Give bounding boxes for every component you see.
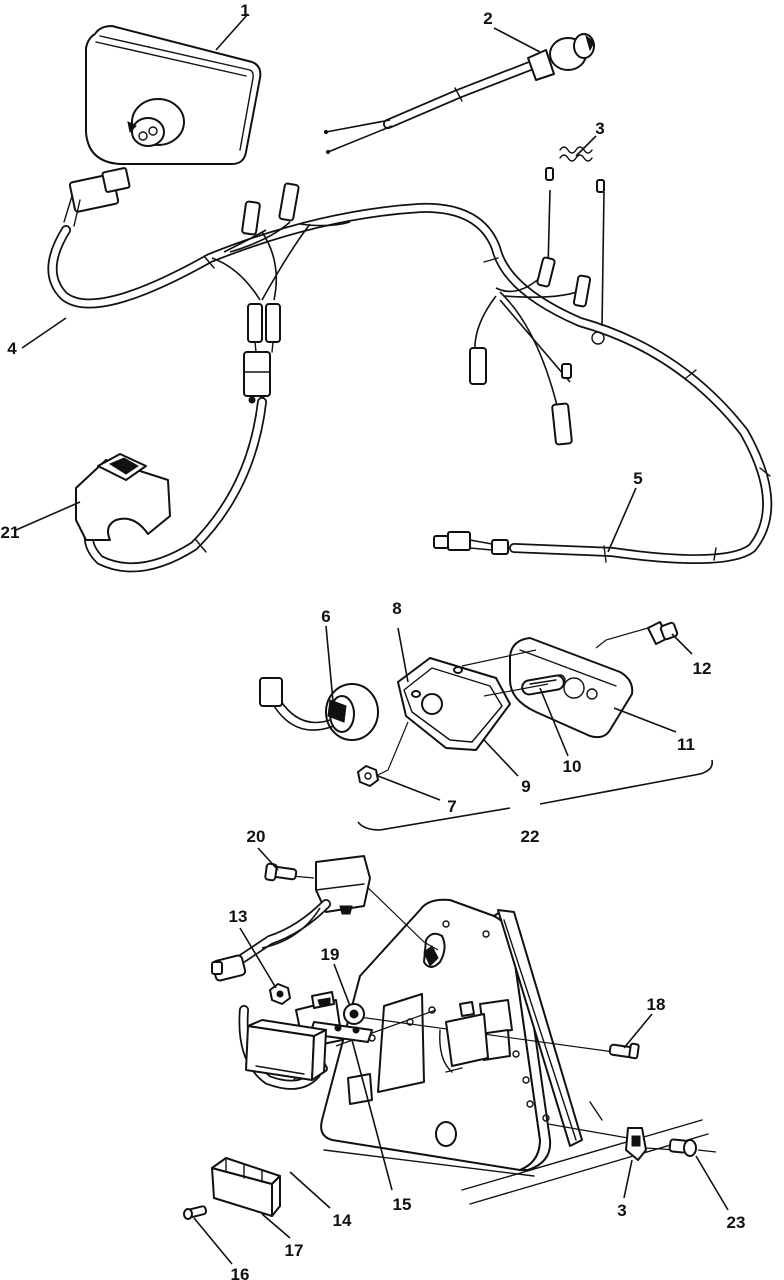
callout-15: 15 [393, 1195, 412, 1214]
coil-bracket [439, 1001, 489, 1073]
callout-2: 2 [483, 9, 492, 28]
callout-8: 8 [392, 599, 401, 618]
regulator [211, 855, 371, 982]
callout-11: 11 [677, 735, 695, 754]
nut-13 [269, 983, 291, 1005]
callout-12: 12 [693, 659, 712, 678]
callout-5: 5 [633, 469, 642, 488]
callout-22: 22 [521, 827, 540, 846]
mounting-plate-assembly [291, 875, 717, 1205]
bolt-20 [264, 862, 298, 882]
callout-7: 7 [447, 797, 456, 816]
screw-16 [183, 1205, 208, 1220]
headlight-housing [85, 25, 262, 165]
callout-1: 1 [240, 1, 249, 20]
main-wiring-harness [47, 167, 773, 565]
rectifier-14 [245, 1019, 327, 1081]
callout-14: 14 [333, 1211, 352, 1230]
terminal-block-17 [211, 1157, 281, 1217]
switch-assembly [75, 397, 267, 573]
callout-18: 18 [647, 995, 666, 1014]
callout-9: 9 [521, 777, 530, 796]
callout-10: 10 [563, 757, 582, 776]
screw-18 [608, 1042, 640, 1060]
callout-20: 20 [247, 827, 266, 846]
harness-end-connector [433, 531, 607, 563]
wire-clips-top [545, 146, 605, 193]
callout-17: 17 [285, 1241, 304, 1260]
wire-clip-lower [625, 1127, 647, 1161]
callout-19: 19 [321, 945, 340, 964]
ignition-switch [323, 33, 595, 155]
callout-23: 23 [727, 1213, 746, 1232]
callout-3-top: 3 [595, 119, 604, 138]
callout-6: 6 [321, 607, 330, 626]
bolt-23 [668, 1138, 697, 1157]
callout-16: 16 [231, 1265, 250, 1280]
callout-leaders [15, 13, 729, 1265]
taillight-assembly [259, 621, 714, 831]
callout-13: 13 [229, 907, 248, 926]
callout-21: 21 [1, 523, 20, 542]
callout-3-bottom: 3 [617, 1201, 626, 1220]
callout-4: 4 [7, 339, 17, 358]
washer-19 [343, 1003, 365, 1025]
callout-labels: 1 2 3 4 5 6 7 8 9 10 11 12 13 14 15 16 1… [1, 1, 746, 1280]
